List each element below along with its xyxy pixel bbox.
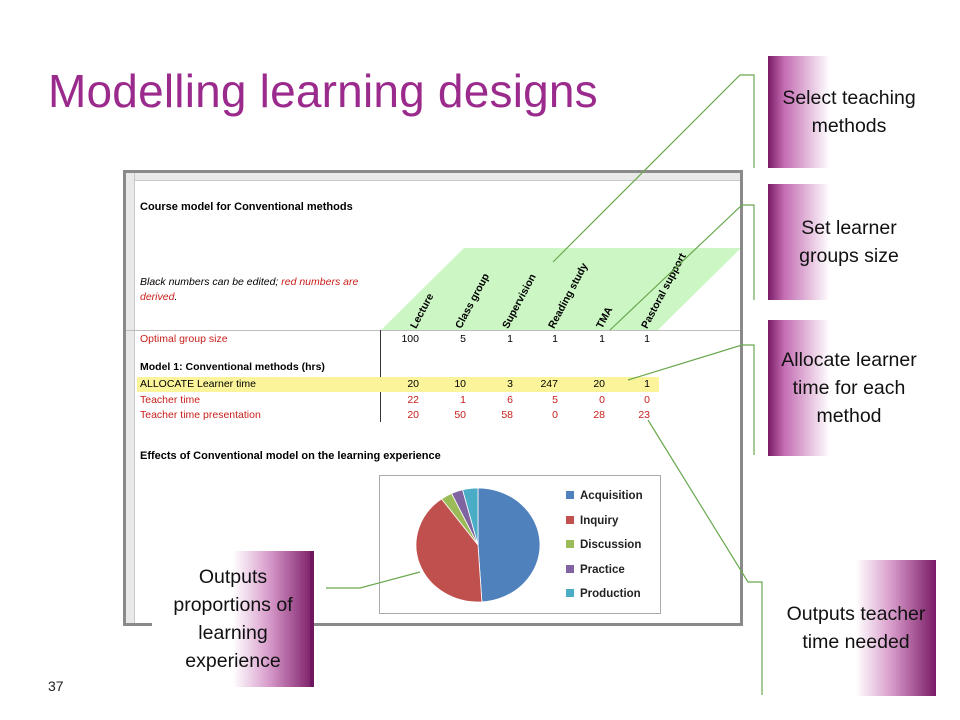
cell-optimal-tma[interactable]: 1 bbox=[599, 333, 605, 345]
cell-presentation-pastoral-support: 23 bbox=[638, 409, 650, 421]
row-label-allocate-learner-time: ALLOCATE Learner time bbox=[140, 378, 256, 390]
cell-optimal-reading-study[interactable]: 1 bbox=[552, 333, 558, 345]
legend-label: Acquisition bbox=[580, 490, 643, 502]
model-heading: Model 1: Conventional methods (hrs) bbox=[140, 361, 325, 373]
cell-optimal-supervision[interactable]: 1 bbox=[507, 333, 513, 345]
cell-allocate-tma[interactable]: 20 bbox=[593, 378, 605, 390]
row-label-teacher-time: Teacher time bbox=[140, 394, 201, 406]
cell-optimal-pastoral-support[interactable]: 1 bbox=[644, 333, 650, 345]
row-header-bar bbox=[126, 173, 135, 623]
legend-swatch bbox=[566, 540, 574, 548]
cell-presentation-reading-study: 0 bbox=[552, 409, 558, 421]
callout-allocate-text: Allocate learner time for each method bbox=[781, 349, 917, 427]
legend-item-acquisition: Acquisition bbox=[566, 490, 643, 515]
cell-teacher-class-group: 1 bbox=[460, 394, 466, 406]
cell-presentation-tma: 28 bbox=[593, 409, 605, 421]
page-number: 37 bbox=[48, 678, 64, 694]
cell-teacher-pastoral-support: 0 bbox=[644, 394, 650, 406]
header-divider bbox=[126, 330, 740, 331]
cell-teacher-reading-study: 5 bbox=[552, 394, 558, 406]
slide-title: Modelling learning designs bbox=[48, 65, 598, 117]
cell-allocate-pastoral-support[interactable]: 1 bbox=[644, 378, 650, 390]
cell-teacher-lecture: 22 bbox=[407, 394, 419, 406]
legend-item-production: Production bbox=[566, 588, 643, 613]
course-model-title: Course model for Conventional methods bbox=[140, 201, 353, 213]
label-divider bbox=[380, 330, 381, 422]
callout-set-learner-groups-size: Set learner groups size bbox=[768, 184, 930, 300]
row-label-teacher-time-presentation: Teacher time presentation bbox=[140, 409, 261, 421]
cell-optimal-class-group[interactable]: 5 bbox=[460, 333, 466, 345]
pie-slice-production bbox=[462, 487, 479, 546]
edit-note-end: . bbox=[174, 291, 178, 303]
effects-title: Effects of Conventional model on the lea… bbox=[140, 450, 441, 462]
column-header-bar bbox=[126, 173, 740, 181]
callout-edge bbox=[310, 551, 314, 687]
cell-allocate-lecture[interactable]: 20 bbox=[407, 378, 419, 390]
edit-note-black: Black numbers can be edited; bbox=[140, 276, 282, 288]
cell-teacher-supervision: 6 bbox=[507, 394, 513, 406]
cell-presentation-lecture: 20 bbox=[407, 409, 419, 421]
row-label-optimal-group-size: Optimal group size bbox=[140, 333, 228, 345]
callout-outputs-proportions: Outputs proportions of learning experien… bbox=[152, 551, 314, 687]
edit-note-red: red numbers are derived bbox=[140, 276, 359, 303]
legend-label: Inquiry bbox=[580, 514, 619, 527]
cell-teacher-tma: 0 bbox=[599, 394, 605, 406]
legend-item-discussion: Discussion bbox=[566, 539, 643, 564]
allocate-row-highlight bbox=[137, 377, 659, 392]
callout-select-teaching-methods: Select teaching methods bbox=[768, 56, 930, 168]
legend-swatch bbox=[566, 491, 574, 499]
pie-slice-acquisition bbox=[477, 487, 541, 603]
legend-label: Production bbox=[580, 588, 641, 600]
pie-chart bbox=[415, 487, 541, 603]
legend-item-inquiry: Inquiry bbox=[566, 515, 643, 540]
legend-label: Practice bbox=[580, 563, 625, 576]
callout-outputs-teacher-text: Outputs teacher time needed bbox=[786, 603, 926, 653]
callout-outputs-proportions-text: Outputs proportions of learning experien… bbox=[173, 566, 293, 672]
pie-slice-inquiry bbox=[415, 498, 483, 603]
legend-label: Discussion bbox=[580, 539, 642, 551]
cell-allocate-class-group[interactable]: 10 bbox=[454, 378, 466, 390]
legend-swatch bbox=[566, 564, 574, 573]
edit-note: Black numbers can be edited; red numbers… bbox=[140, 275, 380, 305]
callout-allocate-learner-time: Allocate learner time for each method bbox=[768, 320, 930, 456]
callout-outputs-teacher-time: Outputs teacher time needed bbox=[776, 560, 936, 696]
legend-swatch bbox=[566, 515, 574, 524]
callout-select-text: Select teaching methods bbox=[782, 87, 916, 137]
legend-swatch bbox=[566, 589, 574, 597]
cell-presentation-class-group: 50 bbox=[454, 409, 466, 421]
cell-optimal-lecture[interactable]: 100 bbox=[401, 333, 419, 345]
callout-groups-text: Set learner groups size bbox=[799, 217, 899, 267]
legend-item-practice: Practice bbox=[566, 564, 643, 589]
cell-allocate-reading-study[interactable]: 247 bbox=[540, 378, 558, 390]
cell-allocate-supervision[interactable]: 3 bbox=[507, 378, 513, 390]
cell-presentation-supervision: 58 bbox=[501, 409, 513, 421]
